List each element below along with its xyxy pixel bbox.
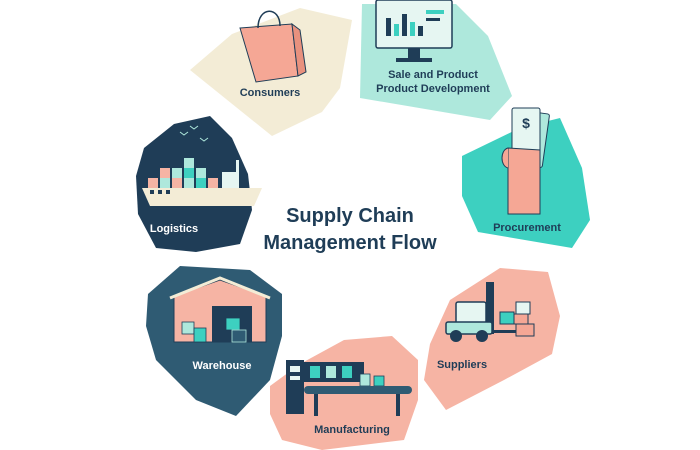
cargo-ship-icon [142, 125, 262, 206]
shopping-bag-icon [239, 10, 307, 83]
warehouse-icon [169, 276, 271, 343]
diagram-title-line2: Management Flow [263, 232, 437, 254]
conveyor-machine-icon [286, 360, 412, 416]
stage-label-sale-product-line1: Sale and Product [388, 69, 478, 81]
stage-procurement: $ Procurement [462, 107, 590, 248]
stage-label-suppliers: Suppliers [437, 359, 487, 371]
stage-suppliers: Suppliers [424, 268, 560, 410]
svg-text:$: $ [522, 115, 530, 131]
stage-label-manufacturing: Manufacturing [314, 424, 390, 436]
stage-label-consumers: Consumers [240, 87, 301, 99]
stage-consumers: Consumers [190, 8, 352, 136]
monitor-chart-icon [375, 0, 453, 62]
stage-sale-product-development: Sale and Product Product Development [360, 0, 512, 120]
hand-money-icon: $ [501, 107, 550, 215]
stage-manufacturing: Manufacturing [270, 336, 418, 450]
stage-label-procurement: Procurement [493, 222, 561, 234]
stage-label-warehouse: Warehouse [193, 360, 252, 372]
diagram-title-line1: Supply Chain [286, 205, 414, 227]
stage-logistics: Logistics [136, 116, 262, 252]
stage-warehouse: Warehouse [146, 266, 282, 416]
stage-label-sale-product-line2: Product Development [376, 83, 490, 95]
forklift-icon [445, 282, 535, 342]
stage-label-logistics: Logistics [150, 223, 198, 235]
